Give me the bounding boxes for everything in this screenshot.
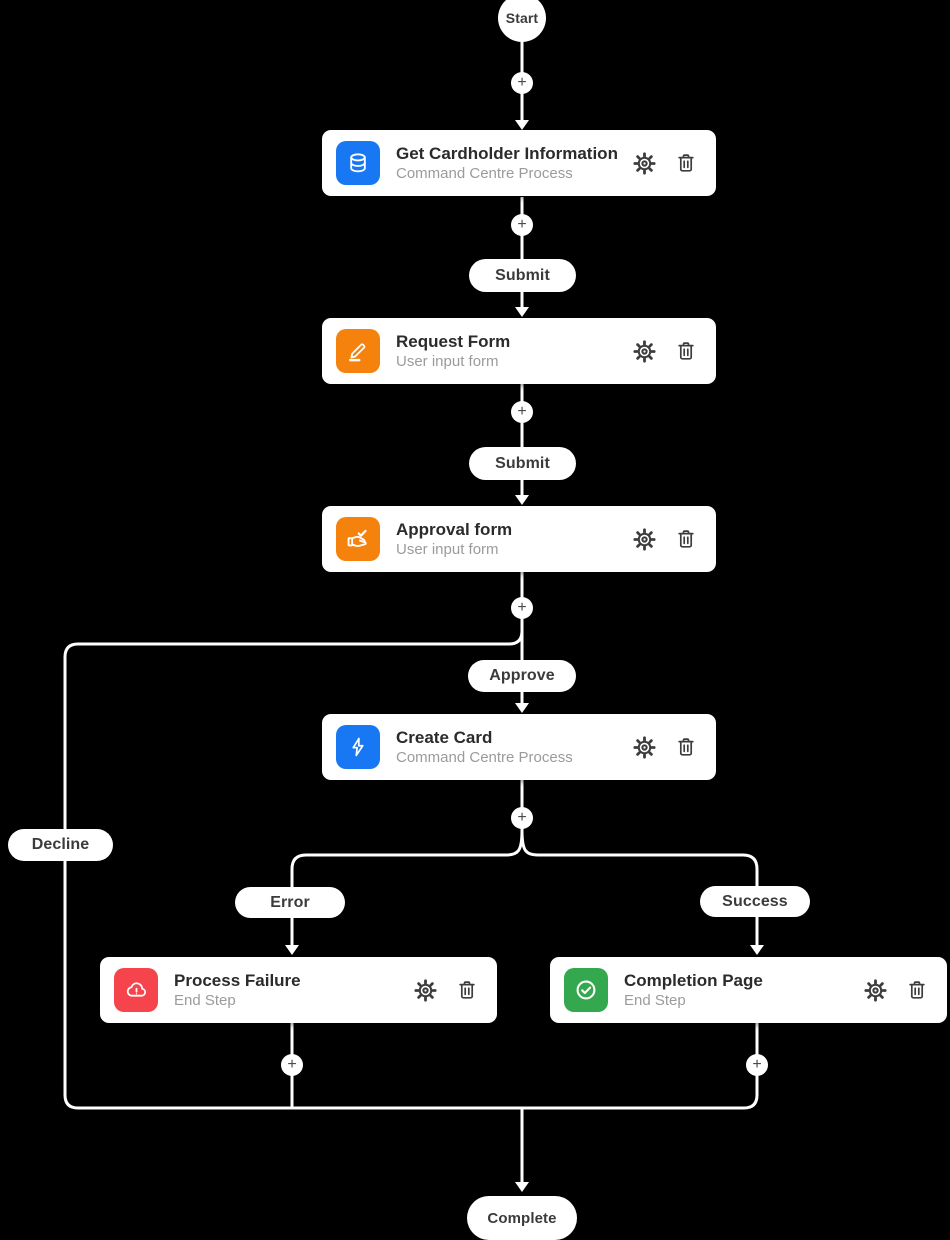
branch-label-success: Success: [700, 886, 810, 917]
trash-icon: [459, 981, 475, 999]
node-title: Request Form: [396, 331, 511, 351]
hand-check-icon: [336, 517, 380, 561]
gear-icon: [633, 735, 656, 759]
settings-button[interactable]: [862, 977, 889, 1004]
gear-icon: [633, 151, 656, 175]
branch-label-text: Approve: [489, 667, 555, 684]
start-label: Start: [505, 10, 539, 26]
add-step-button[interactable]: +: [511, 214, 533, 236]
start-terminal: Start: [498, 0, 546, 42]
node-title: Get Cardholder Information: [396, 143, 618, 163]
trash-icon: [678, 738, 694, 756]
add-step-button[interactable]: +: [511, 807, 533, 829]
branch-label-decline: Decline: [8, 829, 113, 861]
add-step-button[interactable]: +: [511, 597, 533, 619]
gear-icon: [864, 978, 887, 1002]
node-subtitle: Command Centre Process: [396, 748, 573, 766]
check-circle-icon: [564, 968, 608, 1012]
delete-button[interactable]: [905, 978, 929, 1002]
complete-label: Complete: [487, 1209, 557, 1227]
settings-button[interactable]: [412, 977, 439, 1004]
delete-button[interactable]: [674, 151, 698, 175]
step-node-request-form[interactable]: Request Form User input form: [322, 318, 716, 384]
plus-icon: +: [287, 1056, 297, 1073]
node-subtitle: End Step: [174, 991, 236, 1009]
lightning-icon: [336, 725, 380, 769]
gear-icon: [414, 978, 437, 1002]
delete-button[interactable]: [674, 339, 698, 363]
branch-label-error: Error: [235, 887, 345, 918]
branch-label-text: Success: [722, 892, 788, 910]
step-node-approval-form[interactable]: Approval form User input form: [322, 506, 716, 572]
node-subtitle: User input form: [396, 540, 499, 558]
trash-icon: [909, 981, 925, 999]
node-title: Create Card: [396, 727, 493, 747]
step-node-completion-page[interactable]: Completion Page End Step: [550, 957, 947, 1023]
delete-button[interactable]: [674, 735, 698, 759]
database-icon: [336, 141, 380, 185]
plus-icon: +: [752, 1056, 762, 1073]
node-title: Completion Page: [624, 970, 763, 990]
branch-label-submit: Submit: [469, 259, 576, 292]
trash-icon: [678, 154, 694, 172]
plus-icon: +: [517, 216, 527, 233]
add-step-button[interactable]: +: [746, 1054, 768, 1076]
complete-terminal: Complete: [467, 1196, 577, 1240]
branch-label-text: Submit: [495, 266, 550, 284]
node-subtitle: User input form: [396, 352, 499, 370]
branch-label-approve: Approve: [468, 660, 576, 692]
branch-label-submit: Submit: [469, 447, 576, 480]
delete-button[interactable]: [674, 527, 698, 551]
settings-button[interactable]: [631, 150, 658, 177]
step-node-process-failure[interactable]: Process Failure End Step: [100, 957, 497, 1023]
plus-icon: +: [517, 74, 527, 91]
plus-icon: +: [517, 809, 527, 826]
settings-button[interactable]: [631, 734, 658, 761]
node-subtitle: Command Centre Process: [396, 164, 573, 182]
branch-label-text: Decline: [31, 836, 90, 853]
gear-icon: [633, 527, 656, 551]
branch-label-text: Submit: [495, 454, 550, 472]
trash-icon: [678, 530, 694, 548]
node-title: Approval form: [396, 519, 513, 539]
delete-button[interactable]: [455, 978, 479, 1002]
plus-icon: +: [517, 599, 527, 616]
pencil-edit-icon: [336, 329, 380, 373]
add-step-button[interactable]: +: [511, 401, 533, 423]
plus-icon: +: [517, 403, 527, 420]
cloud-alert-icon: [114, 968, 158, 1012]
settings-button[interactable]: [631, 526, 658, 553]
settings-button[interactable]: [631, 338, 658, 365]
add-step-button[interactable]: +: [511, 72, 533, 94]
node-subtitle: End Step: [624, 991, 686, 1009]
gear-icon: [633, 339, 656, 363]
node-title: Process Failure: [174, 970, 301, 990]
step-node-get-cardholder-information[interactable]: Get Cardholder Information Command Centr…: [322, 130, 716, 196]
add-step-button[interactable]: +: [281, 1054, 303, 1076]
trash-icon: [678, 342, 694, 360]
step-node-create-card[interactable]: Create Card Command Centre Process: [322, 714, 716, 780]
branch-label-text: Error: [270, 893, 310, 911]
